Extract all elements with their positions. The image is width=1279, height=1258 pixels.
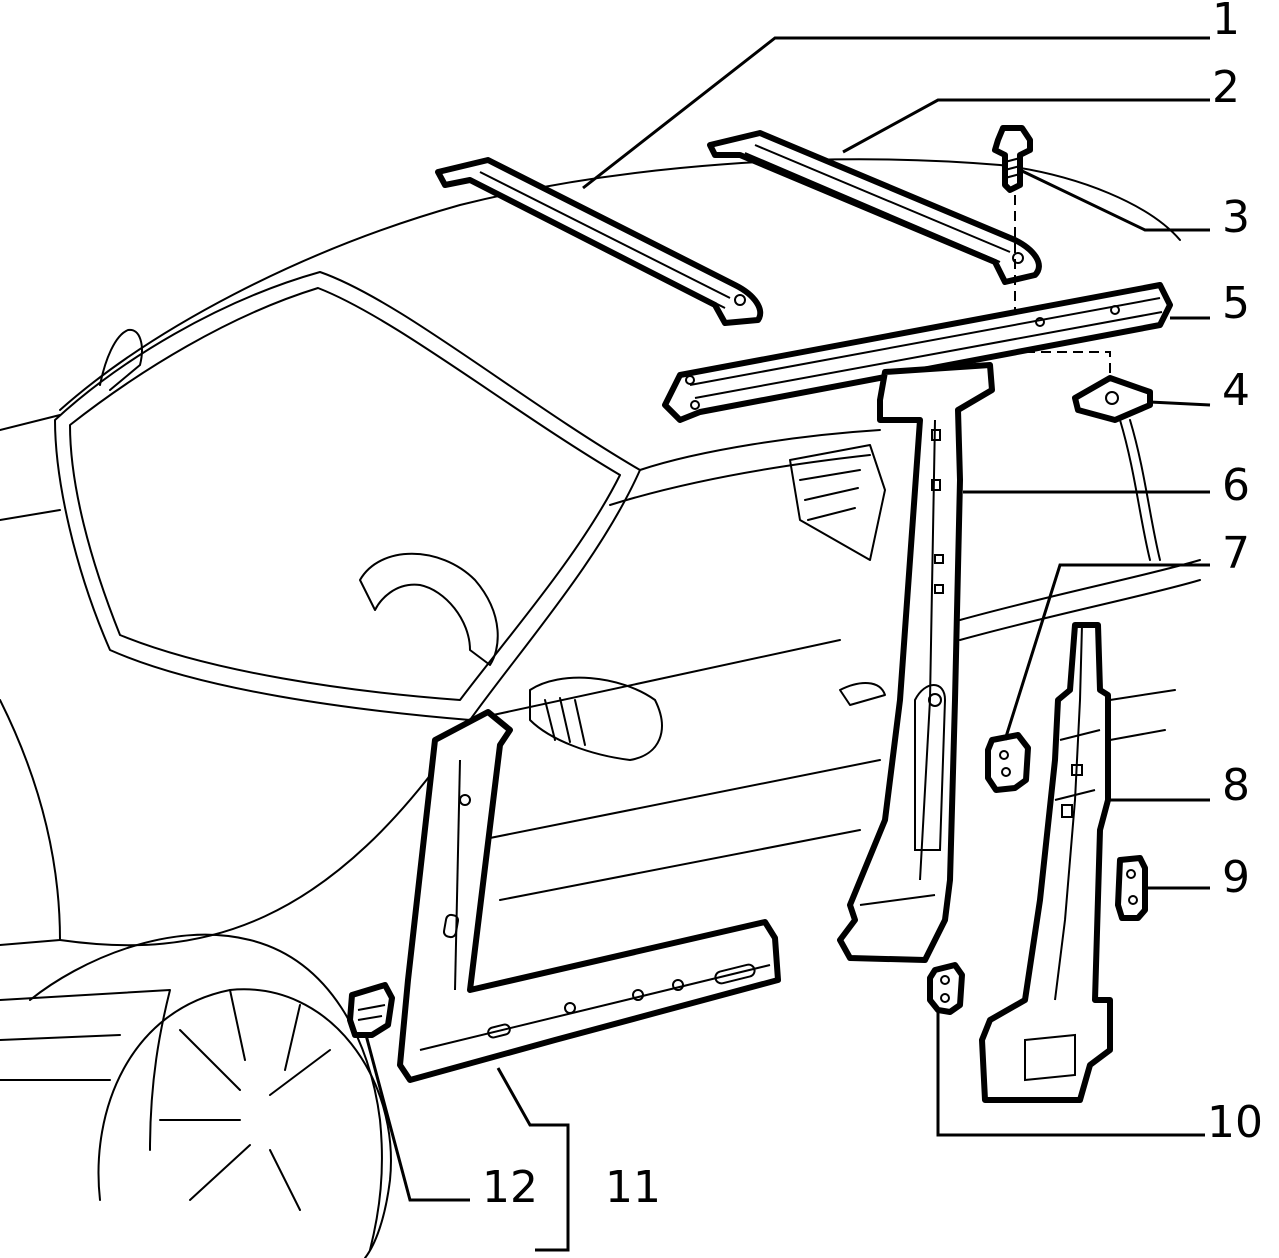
callout-1: 1	[1212, 0, 1240, 45]
part-7-reinforcement-plate	[985, 732, 1031, 793]
callout-9: 9	[1222, 852, 1250, 903]
callout-11: 11	[605, 1162, 661, 1213]
leader-line-11	[496, 1067, 570, 1252]
callout-12: 12	[482, 1162, 538, 1213]
leader-line-10	[936, 1012, 1205, 1137]
callout-8: 8	[1222, 760, 1250, 811]
callout-2: 2	[1212, 62, 1240, 113]
callout-6: 6	[1222, 460, 1250, 511]
callout-3: 3	[1222, 192, 1250, 243]
part-4-nut-plate	[1072, 375, 1153, 423]
leader-line-7	[1003, 563, 1210, 741]
part-11-a-pillar-sill	[397, 709, 781, 1083]
callout-4: 4	[1222, 365, 1250, 416]
leader-line-12	[364, 1034, 470, 1202]
leader-line-4	[1149, 400, 1211, 407]
part-8-inner-pillar	[979, 622, 1113, 1103]
callout-5: 5	[1222, 278, 1250, 329]
part-6-b-pillar	[837, 362, 995, 963]
leader-lines	[364, 36, 1211, 1252]
callout-labels: 1 2 3 4 5 6 7 8 9 10 11 12	[482, 0, 1263, 1213]
part-2-roof-crossmember-rear	[707, 130, 1042, 285]
part-12-bracket	[347, 982, 395, 1038]
part-10-reinforcement-plate	[927, 962, 965, 1015]
leader-line-3	[1019, 168, 1210, 232]
assembly-guide-line	[1025, 351, 1111, 375]
part-1-roof-crossmember-front	[435, 157, 764, 326]
callout-7: 7	[1222, 528, 1250, 579]
leader-line-2	[842, 98, 1210, 154]
part-9-reinforcement-plate	[1115, 855, 1148, 921]
callout-10: 10	[1207, 1097, 1263, 1148]
leader-line-1	[582, 36, 1210, 190]
